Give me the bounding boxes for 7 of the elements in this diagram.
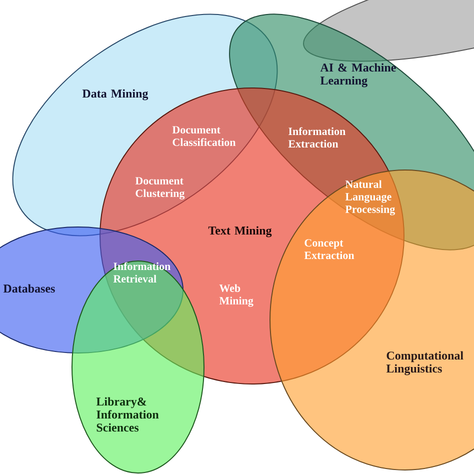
ellipse [303,0,474,62]
region-label: Information Extraction [288,127,346,148]
region-label: Document Classification [172,126,236,146]
region-label: Document Clustering [135,177,185,200]
region-label: Concept Extraction [304,239,354,260]
region-label: Web Mining [219,284,254,307]
region-label: Natural Language Processing [345,180,395,216]
